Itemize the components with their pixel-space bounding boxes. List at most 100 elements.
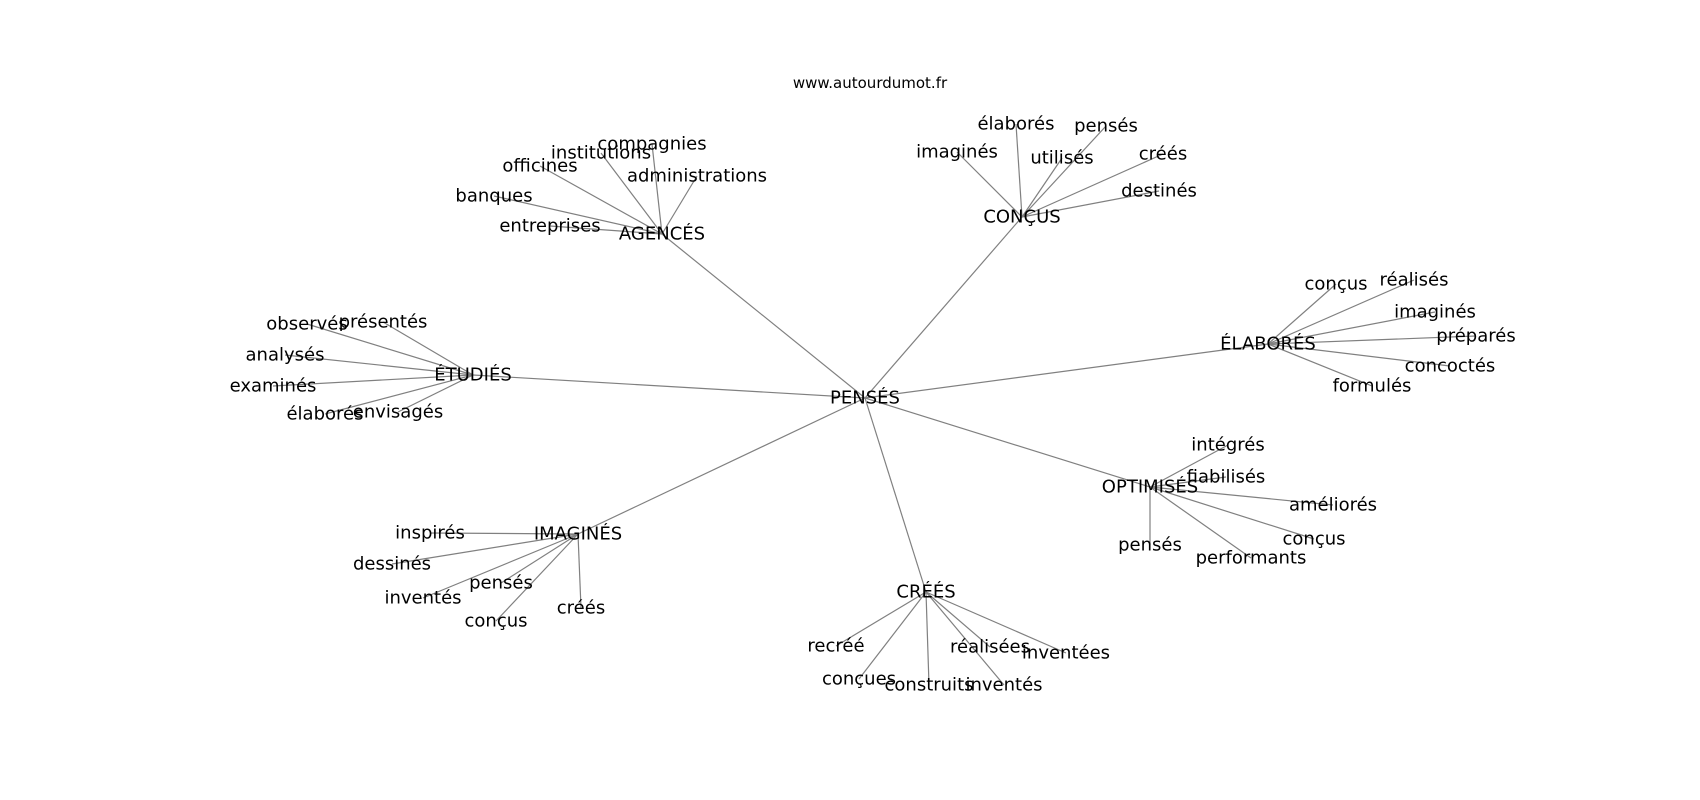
leaf-node-label: banques xyxy=(455,186,532,207)
leaf-node-label: pensés xyxy=(1118,535,1182,556)
leaf-node-label: élaborés xyxy=(286,404,363,425)
edge-hub-leaf xyxy=(549,225,663,235)
edge-center-hub xyxy=(864,216,1023,399)
labels-layer: PENSÉSAGENCÉScompagniesinstitutionsoffic… xyxy=(230,114,1516,696)
leaf-node-label: conçus xyxy=(1283,529,1346,550)
leaf-node-label: réalisées xyxy=(950,637,1030,658)
leaf-node-label: envisagés xyxy=(353,402,443,423)
edge-hub-leaf xyxy=(1267,343,1373,387)
leaf-node-label: destinés xyxy=(1121,181,1197,202)
leaf-node-label: élaborés xyxy=(977,114,1054,135)
leaf-node-label: administrations xyxy=(627,166,767,187)
edge-hub-leaf xyxy=(1267,343,1451,367)
edge-hub-leaf xyxy=(1021,190,1160,218)
edge-hub-leaf xyxy=(925,591,991,648)
leaf-node-label: inventées xyxy=(1022,643,1110,664)
leaf-node-label: compagnies xyxy=(597,134,706,155)
hub-node-label: OPTIMISÉS xyxy=(1102,476,1198,498)
edge-hub-leaf xyxy=(429,532,579,535)
leaf-node-label: fiabilisés xyxy=(1187,467,1266,488)
leaf-node-label: conçus xyxy=(465,611,528,632)
leaf-node-label: inspirés xyxy=(395,523,465,544)
edge-hub-leaf xyxy=(858,591,927,680)
leaf-node-label: créés xyxy=(1139,144,1187,165)
leaf-node-label: inventés xyxy=(384,588,461,609)
edge-hub-leaf xyxy=(539,165,663,235)
edge-hub-leaf xyxy=(422,533,579,599)
leaf-node-label: intégrés xyxy=(1191,435,1264,456)
hub-node-label: CONÇUS xyxy=(983,207,1060,228)
edge-center-hub xyxy=(864,397,927,593)
edge-hub-leaf xyxy=(391,533,579,565)
leaf-node-label: présentés xyxy=(339,312,428,333)
edge-hub-leaf xyxy=(500,533,579,584)
leaf-node-label: dessinés xyxy=(353,554,431,575)
leaf-node-label: améliorés xyxy=(1289,495,1377,516)
edge-hub-leaf xyxy=(1015,123,1023,218)
hub-node-label: ÉTUDIÉS xyxy=(434,364,512,386)
edge-hub-leaf xyxy=(1021,157,1063,218)
leaf-node-label: réalisés xyxy=(1380,270,1449,291)
leaf-node-label: recréé xyxy=(807,636,864,657)
edge-hub-leaf xyxy=(272,374,474,387)
edge-hub-leaf xyxy=(495,533,579,622)
site-watermark: www.autourdumot.fr xyxy=(793,74,948,92)
edge-hub-leaf xyxy=(284,354,474,376)
leaf-node-label: imaginés xyxy=(916,142,998,163)
leaf-node-label: examinés xyxy=(230,376,317,397)
edge-hub-leaf xyxy=(382,321,474,376)
edge-hub-leaf xyxy=(661,175,698,235)
leaf-node-label: entreprises xyxy=(499,216,600,237)
leaf-node-label: préparés xyxy=(1436,326,1515,347)
edge-hub-leaf xyxy=(1149,486,1252,559)
hub-node-label: CRÉÉS xyxy=(896,581,955,603)
edge-hub-leaf xyxy=(925,591,1005,686)
edge-hub-leaf xyxy=(577,533,582,609)
hub-node-label: ÉLABORÉS xyxy=(1220,333,1316,355)
edge-hub-leaf xyxy=(1267,279,1415,345)
edge-center-hub xyxy=(864,397,1151,488)
leaf-node-label: créés xyxy=(557,598,605,619)
leaf-node-label: utilisés xyxy=(1030,148,1093,169)
leaf-node-label: pensés xyxy=(469,573,533,594)
leaf-node-label: observés xyxy=(266,314,347,335)
edge-hub-leaf xyxy=(1267,283,1337,345)
edge-hub-leaf xyxy=(1021,125,1107,218)
edge-center-hub xyxy=(864,343,1269,399)
leaf-node-label: conçus xyxy=(1305,274,1368,295)
edge-hub-leaf xyxy=(1021,153,1164,218)
leaf-node-label: inventés xyxy=(965,675,1042,696)
hub-node-label: AGENCÉS xyxy=(619,223,705,245)
edge-hub-leaf xyxy=(956,151,1023,218)
edge-hub-leaf xyxy=(1149,476,1227,488)
leaf-node-label: concoctés xyxy=(1405,356,1496,377)
edge-hub-leaf xyxy=(835,591,927,647)
edge-hub-leaf xyxy=(600,152,663,235)
edge-center-hub xyxy=(661,233,866,399)
edge-hub-leaf xyxy=(925,591,930,686)
leaf-node-label: construits xyxy=(885,675,974,696)
leaf-node-label: institutions xyxy=(551,143,651,164)
edge-hub-leaf xyxy=(1267,311,1436,345)
edge-hub-leaf xyxy=(1149,486,1315,540)
leaf-node-label: performants xyxy=(1196,548,1307,569)
leaf-node-label: officines xyxy=(502,156,577,177)
edge-center-hub xyxy=(472,374,866,399)
leaf-node-label: conçues xyxy=(822,669,896,690)
edges-layer xyxy=(272,123,1477,686)
edge-hub-leaf xyxy=(397,374,474,413)
leaf-node-label: pensés xyxy=(1074,116,1138,137)
edge-hub-leaf xyxy=(324,374,474,415)
hub-node-label: IMAGINÉS xyxy=(534,523,622,545)
leaf-node-label: analysés xyxy=(246,345,325,366)
edge-hub-leaf xyxy=(1149,444,1229,488)
edge-hub-leaf xyxy=(306,323,474,376)
edge-hub-leaf xyxy=(493,195,663,235)
edge-center-hub xyxy=(577,397,866,535)
edge-hub-leaf xyxy=(925,591,1067,654)
leaf-node-label: formulés xyxy=(1333,376,1412,397)
edge-hub-leaf xyxy=(1149,486,1334,506)
leaf-node-label: imaginés xyxy=(1394,302,1476,323)
edge-hub-leaf xyxy=(1267,335,1477,345)
